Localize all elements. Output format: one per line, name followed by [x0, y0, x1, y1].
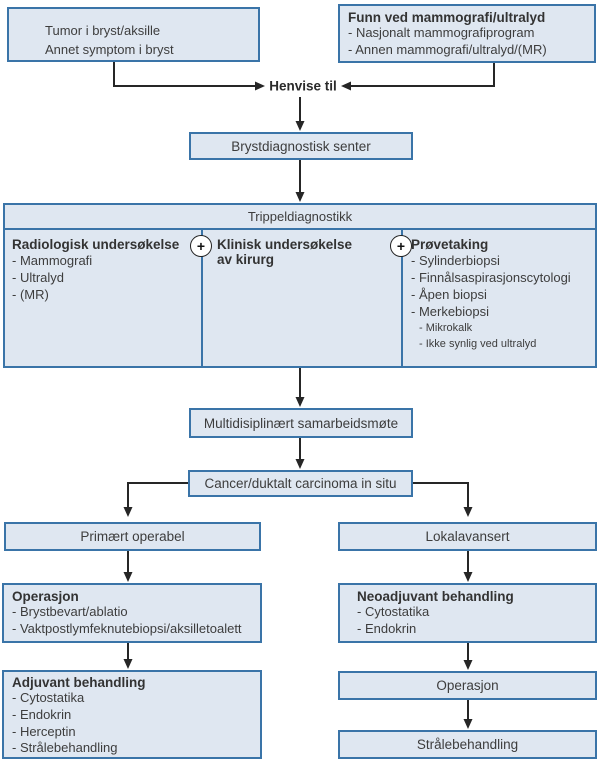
operasjon-left-item: - Vaktpostlymfeknutebiopsi/aksilletoalet…: [12, 620, 242, 636]
radiologisk-item: - Mammografi: [12, 253, 93, 268]
node-neoadjuvant-behandling: Neoadjuvant behandling - Cytostatika - E…: [338, 583, 597, 643]
radiologisk-title: Radiologisk undersøkelse: [12, 237, 180, 252]
node-primaert-operabel: Primært operabel: [4, 522, 261, 551]
provetaking-subitem: - Ikke synlig ved ultralyd: [419, 338, 537, 350]
radiologisk-item: - Ultralyd: [12, 270, 65, 285]
node-adjuvant-behandling: Adjuvant behandling - Cytostatika - Endo…: [2, 670, 262, 759]
column-provetaking: Prøvetaking - Sylinderbiopsi - Finnålsas…: [411, 237, 595, 352]
node-multidisiplinaert-samarbeidsmote: Multidisiplinært samarbeidsmøte: [189, 408, 413, 438]
node-funn-mammografi: Funn ved mammografi/ultralyd - Nasjonalt…: [338, 4, 596, 63]
node-straalebehandling-label: Strålebehandling: [416, 737, 519, 752]
node-tumor-line2: Annet symptom i bryst: [45, 42, 174, 57]
neoadjuvant-item: - Endokrin: [357, 620, 417, 636]
node-senter-label: Brystdiagnostisk senter: [231, 138, 371, 154]
adjuvant-item: - Herceptin: [12, 723, 76, 739]
henvise-til-label: Henvise til: [269, 78, 337, 94]
node-operasjon-right-label: Operasjon: [436, 678, 499, 693]
node-brystdiagnostisk-senter: Brystdiagnostisk senter: [189, 132, 413, 160]
node-tumor-line1: Tumor i bryst/aksille: [45, 23, 161, 38]
node-straalebehandling: Strålebehandling: [338, 730, 597, 759]
provetaking-item: - Sylinderbiopsi: [411, 253, 500, 268]
provetaking-item: - Åpen biopsi: [411, 287, 487, 302]
arrow-cancer-to-primaert: [123, 482, 188, 517]
neoadjuvant-title: Neoadjuvant behandling: [357, 589, 514, 604]
radiologisk-item: - (MR): [12, 287, 49, 302]
adjuvant-title: Adjuvant behandling: [12, 675, 146, 690]
operasjon-left-title: Operasjon: [12, 589, 79, 604]
node-cancer-label: Cancer/duktalt carcinoma in situ: [204, 476, 397, 491]
arrow-funn-to-henvise: [341, 63, 495, 91]
adjuvant-item: - Endokrin: [12, 706, 72, 722]
plus-icon: +: [390, 235, 412, 257]
node-primaert-label: Primært operabel: [80, 529, 185, 544]
trippel-header: Trippeldiagnostikk: [5, 205, 595, 230]
node-lokalavansert: Lokalavansert: [338, 522, 597, 551]
klinisk-title-line2: av kirurg: [217, 252, 275, 267]
operasjon-left-item: - Brystbevart/ablatio: [12, 604, 128, 619]
provetaking-subitem: - Mikrokalk: [419, 322, 473, 334]
column-divider: [201, 230, 203, 366]
node-funn-item: - Nasjonalt mammografiprogram: [348, 25, 535, 40]
plus-icon: +: [190, 235, 212, 257]
neoadjuvant-item: - Cytostatika: [357, 604, 430, 619]
provetaking-title: Prøvetaking: [411, 237, 489, 252]
column-klinisk: Klinisk undersøkelse av kirurg: [217, 237, 397, 267]
provetaking-item: - Finnålsaspirasjonscytologi: [411, 270, 571, 285]
node-multi-label: Multidisiplinært samarbeidsmøte: [203, 415, 399, 431]
node-operasjon-right: Operasjon: [338, 671, 597, 700]
plus-glyph: +: [196, 238, 206, 254]
node-operasjon-left: Operasjon - Brystbevart/ablatio - Vaktpo…: [2, 583, 262, 643]
column-divider: [401, 230, 403, 366]
adjuvant-item: - Strålebehandling: [12, 740, 118, 756]
klinisk-title-line1: Klinisk undersøkelse: [217, 237, 353, 252]
node-funn-title: Funn ved mammografi/ultralyd: [348, 10, 546, 25]
column-radiologisk: Radiologisk undersøkelse - Mammografi - …: [12, 237, 194, 303]
arrow-cancer-to-lokalavansert: [413, 482, 473, 517]
node-cancer-dcis: Cancer/duktalt carcinoma in situ: [188, 470, 413, 497]
adjuvant-item: - Cytostatika: [12, 690, 85, 705]
plus-glyph: +: [396, 238, 406, 254]
provetaking-item: - Merkebiopsi: [411, 304, 490, 319]
node-funn-item: - Annen mammografi/ultralyd/(MR): [348, 41, 547, 57]
node-lokalavansert-label: Lokalavansert: [425, 529, 510, 544]
node-tumor-symptom: Tumor i bryst/aksille Annet symptom i br…: [7, 7, 260, 62]
arrow-tumor-to-henvise: [113, 62, 265, 91]
node-trippeldiagnostikk: Trippeldiagnostikk Radiologisk undersøke…: [3, 203, 597, 368]
